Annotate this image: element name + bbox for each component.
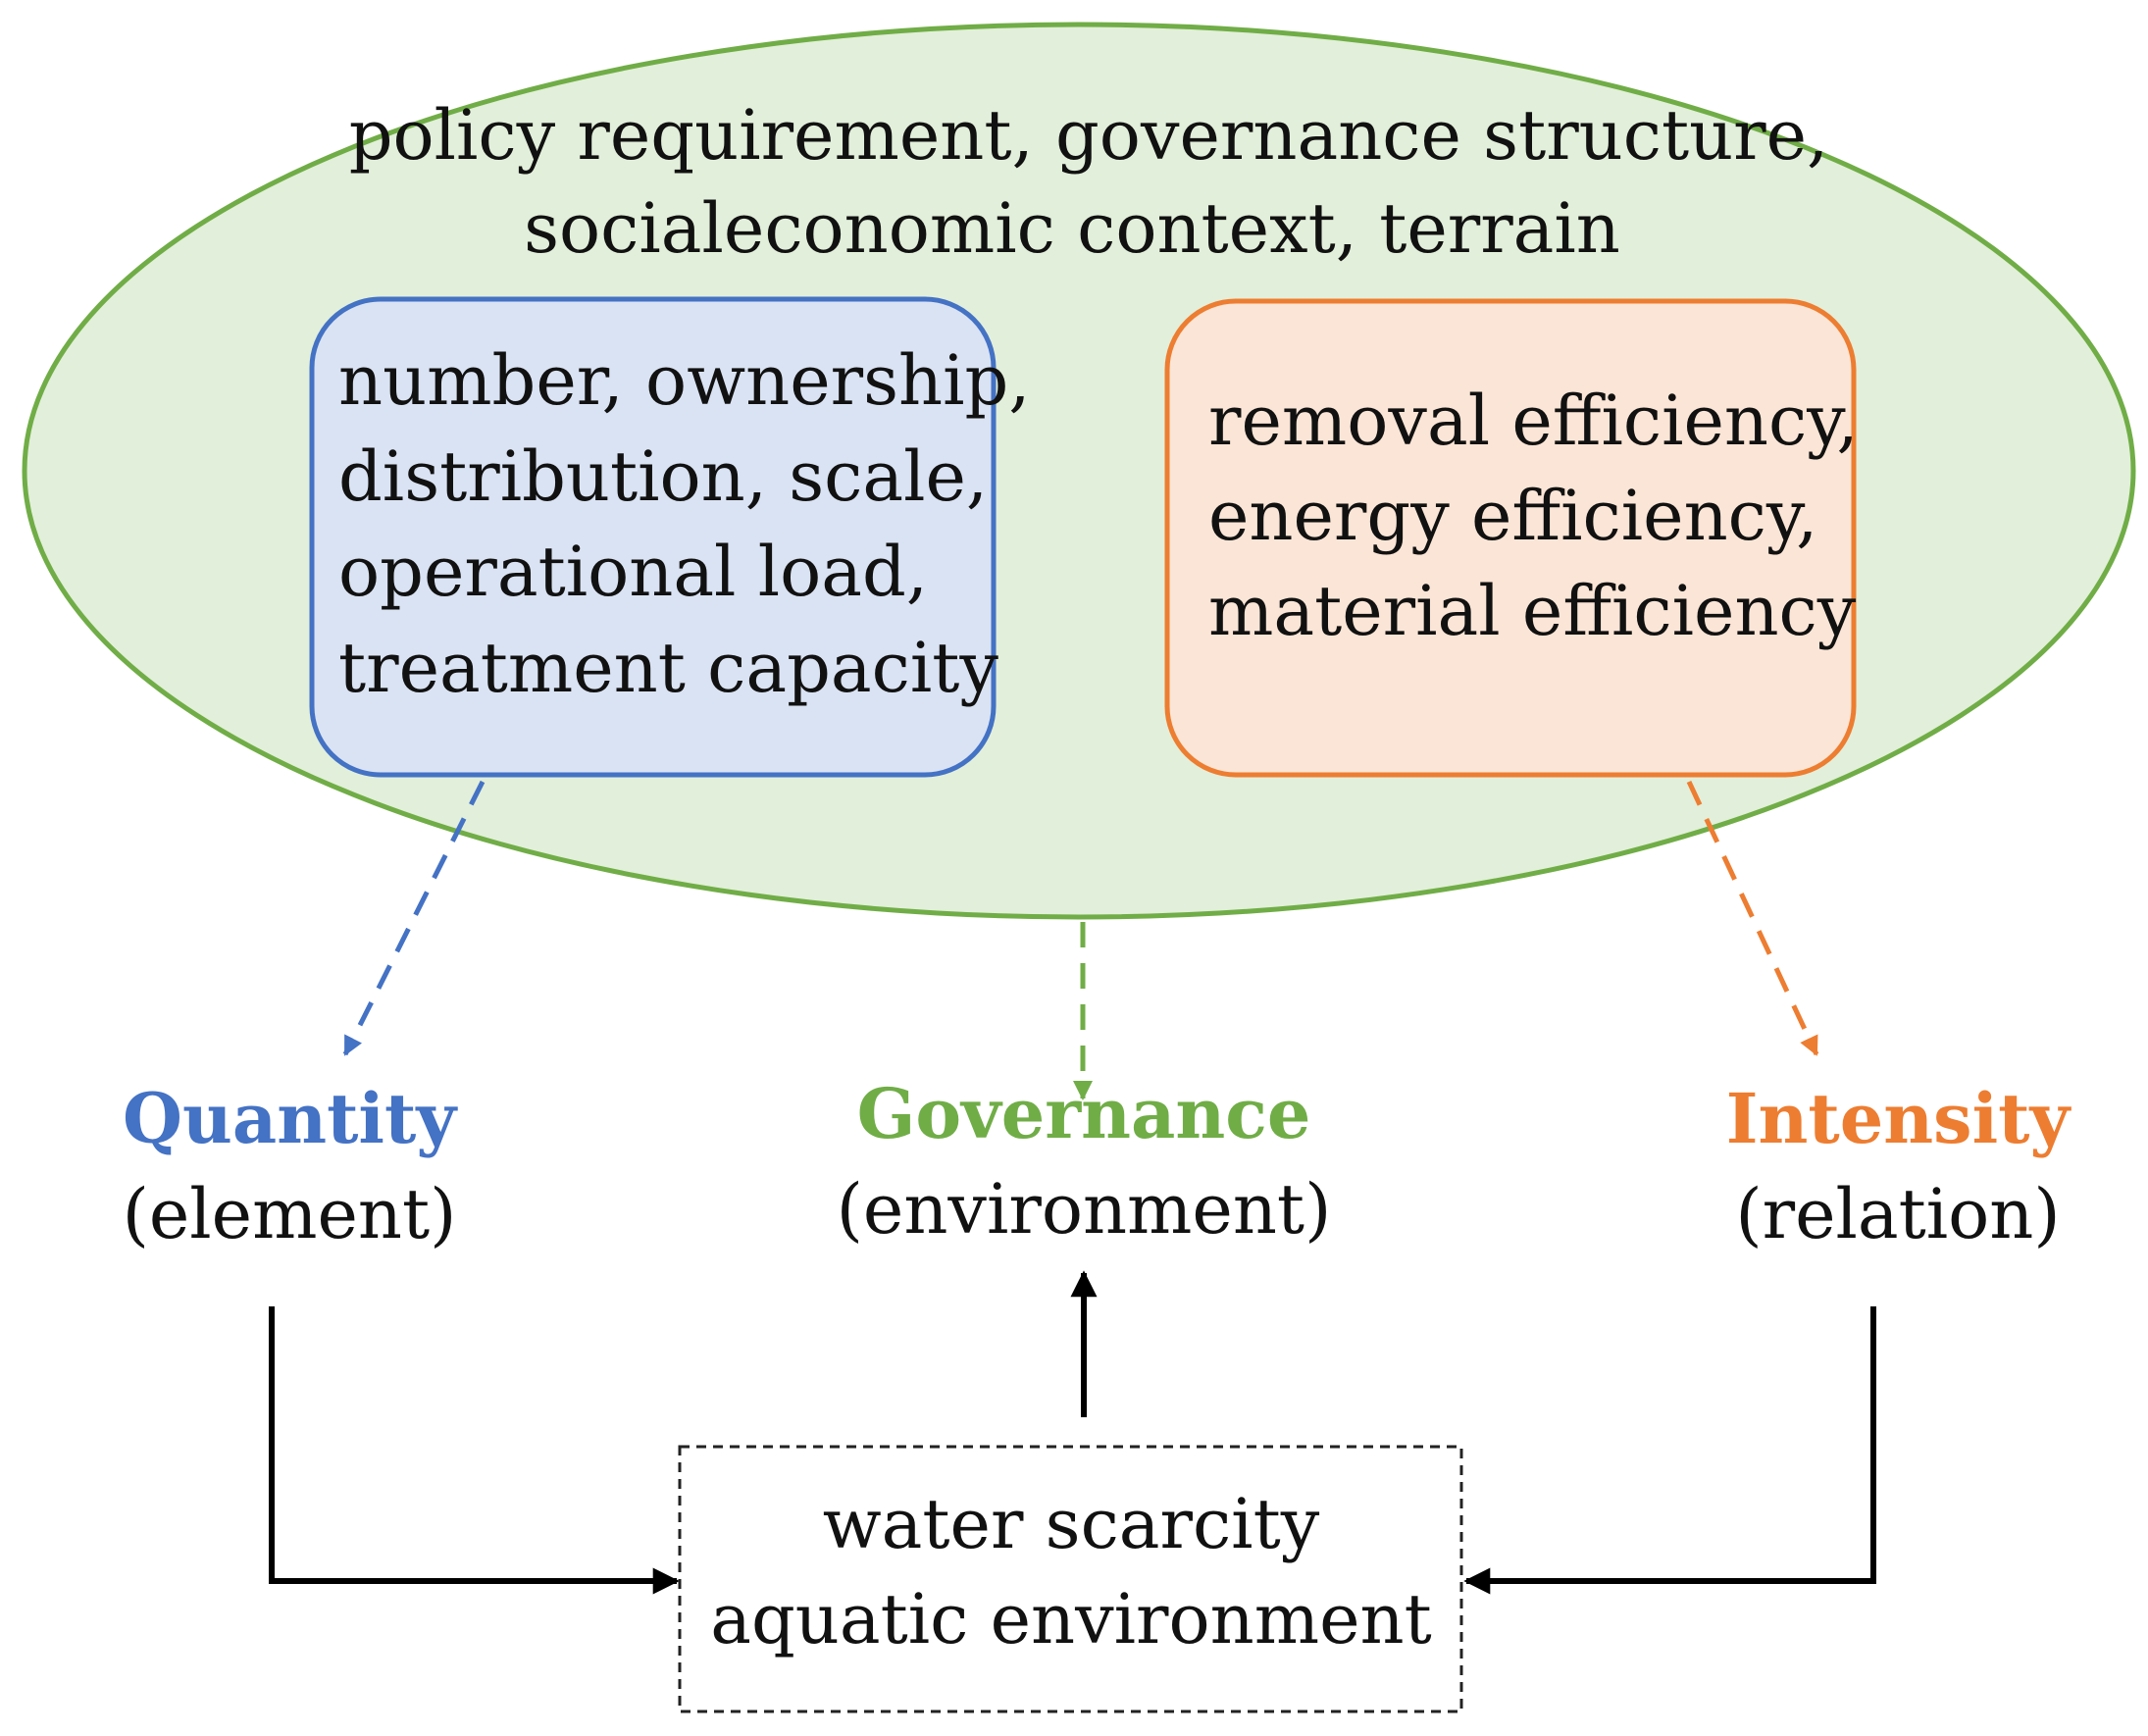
intensity-dashed-arrow	[1686, 780, 1819, 1056]
intensity-heading: Intensity	[1726, 1078, 2072, 1159]
quantity-subheading: (element)	[123, 1174, 457, 1254]
intensity-subheading: (relation)	[1735, 1174, 2060, 1254]
quantity-factor-line-4: treatment capacity	[338, 628, 998, 708]
quantity-dashed-arrow	[342, 780, 486, 1056]
context-line-2: socialeconomic context, terrain	[524, 188, 1620, 269]
center-box	[678, 1445, 1463, 1713]
quantity-factor-line-2: distribution, scale,	[338, 436, 988, 517]
quantity-to-center-arrow	[269, 1306, 680, 1595]
context-line-1: policy requirement, governance structure…	[349, 95, 1829, 176]
intensity-factor-line-2: energy efficiency,	[1208, 476, 1817, 556]
quantity-heading: Quantity	[123, 1078, 458, 1159]
intensity-factor-line-3: material efficiency	[1208, 571, 1857, 651]
center-line-1: water scarcity	[823, 1484, 1320, 1564]
intensity-factors-box	[1164, 298, 1857, 778]
intensity-to-center-arrow	[1463, 1306, 1876, 1595]
governance-subheading: (environment)	[837, 1169, 1332, 1250]
center-line-2: aquatic environment	[710, 1579, 1431, 1659]
quantity-factor-line-1: number, ownership,	[338, 340, 1031, 421]
quantity-factor-line-3: operational load,	[338, 532, 928, 612]
quantity-factors-box	[309, 296, 997, 778]
governance-heading: Governance	[857, 1073, 1311, 1154]
intensity-factor-line-1: removal efficiency,	[1208, 381, 1859, 461]
